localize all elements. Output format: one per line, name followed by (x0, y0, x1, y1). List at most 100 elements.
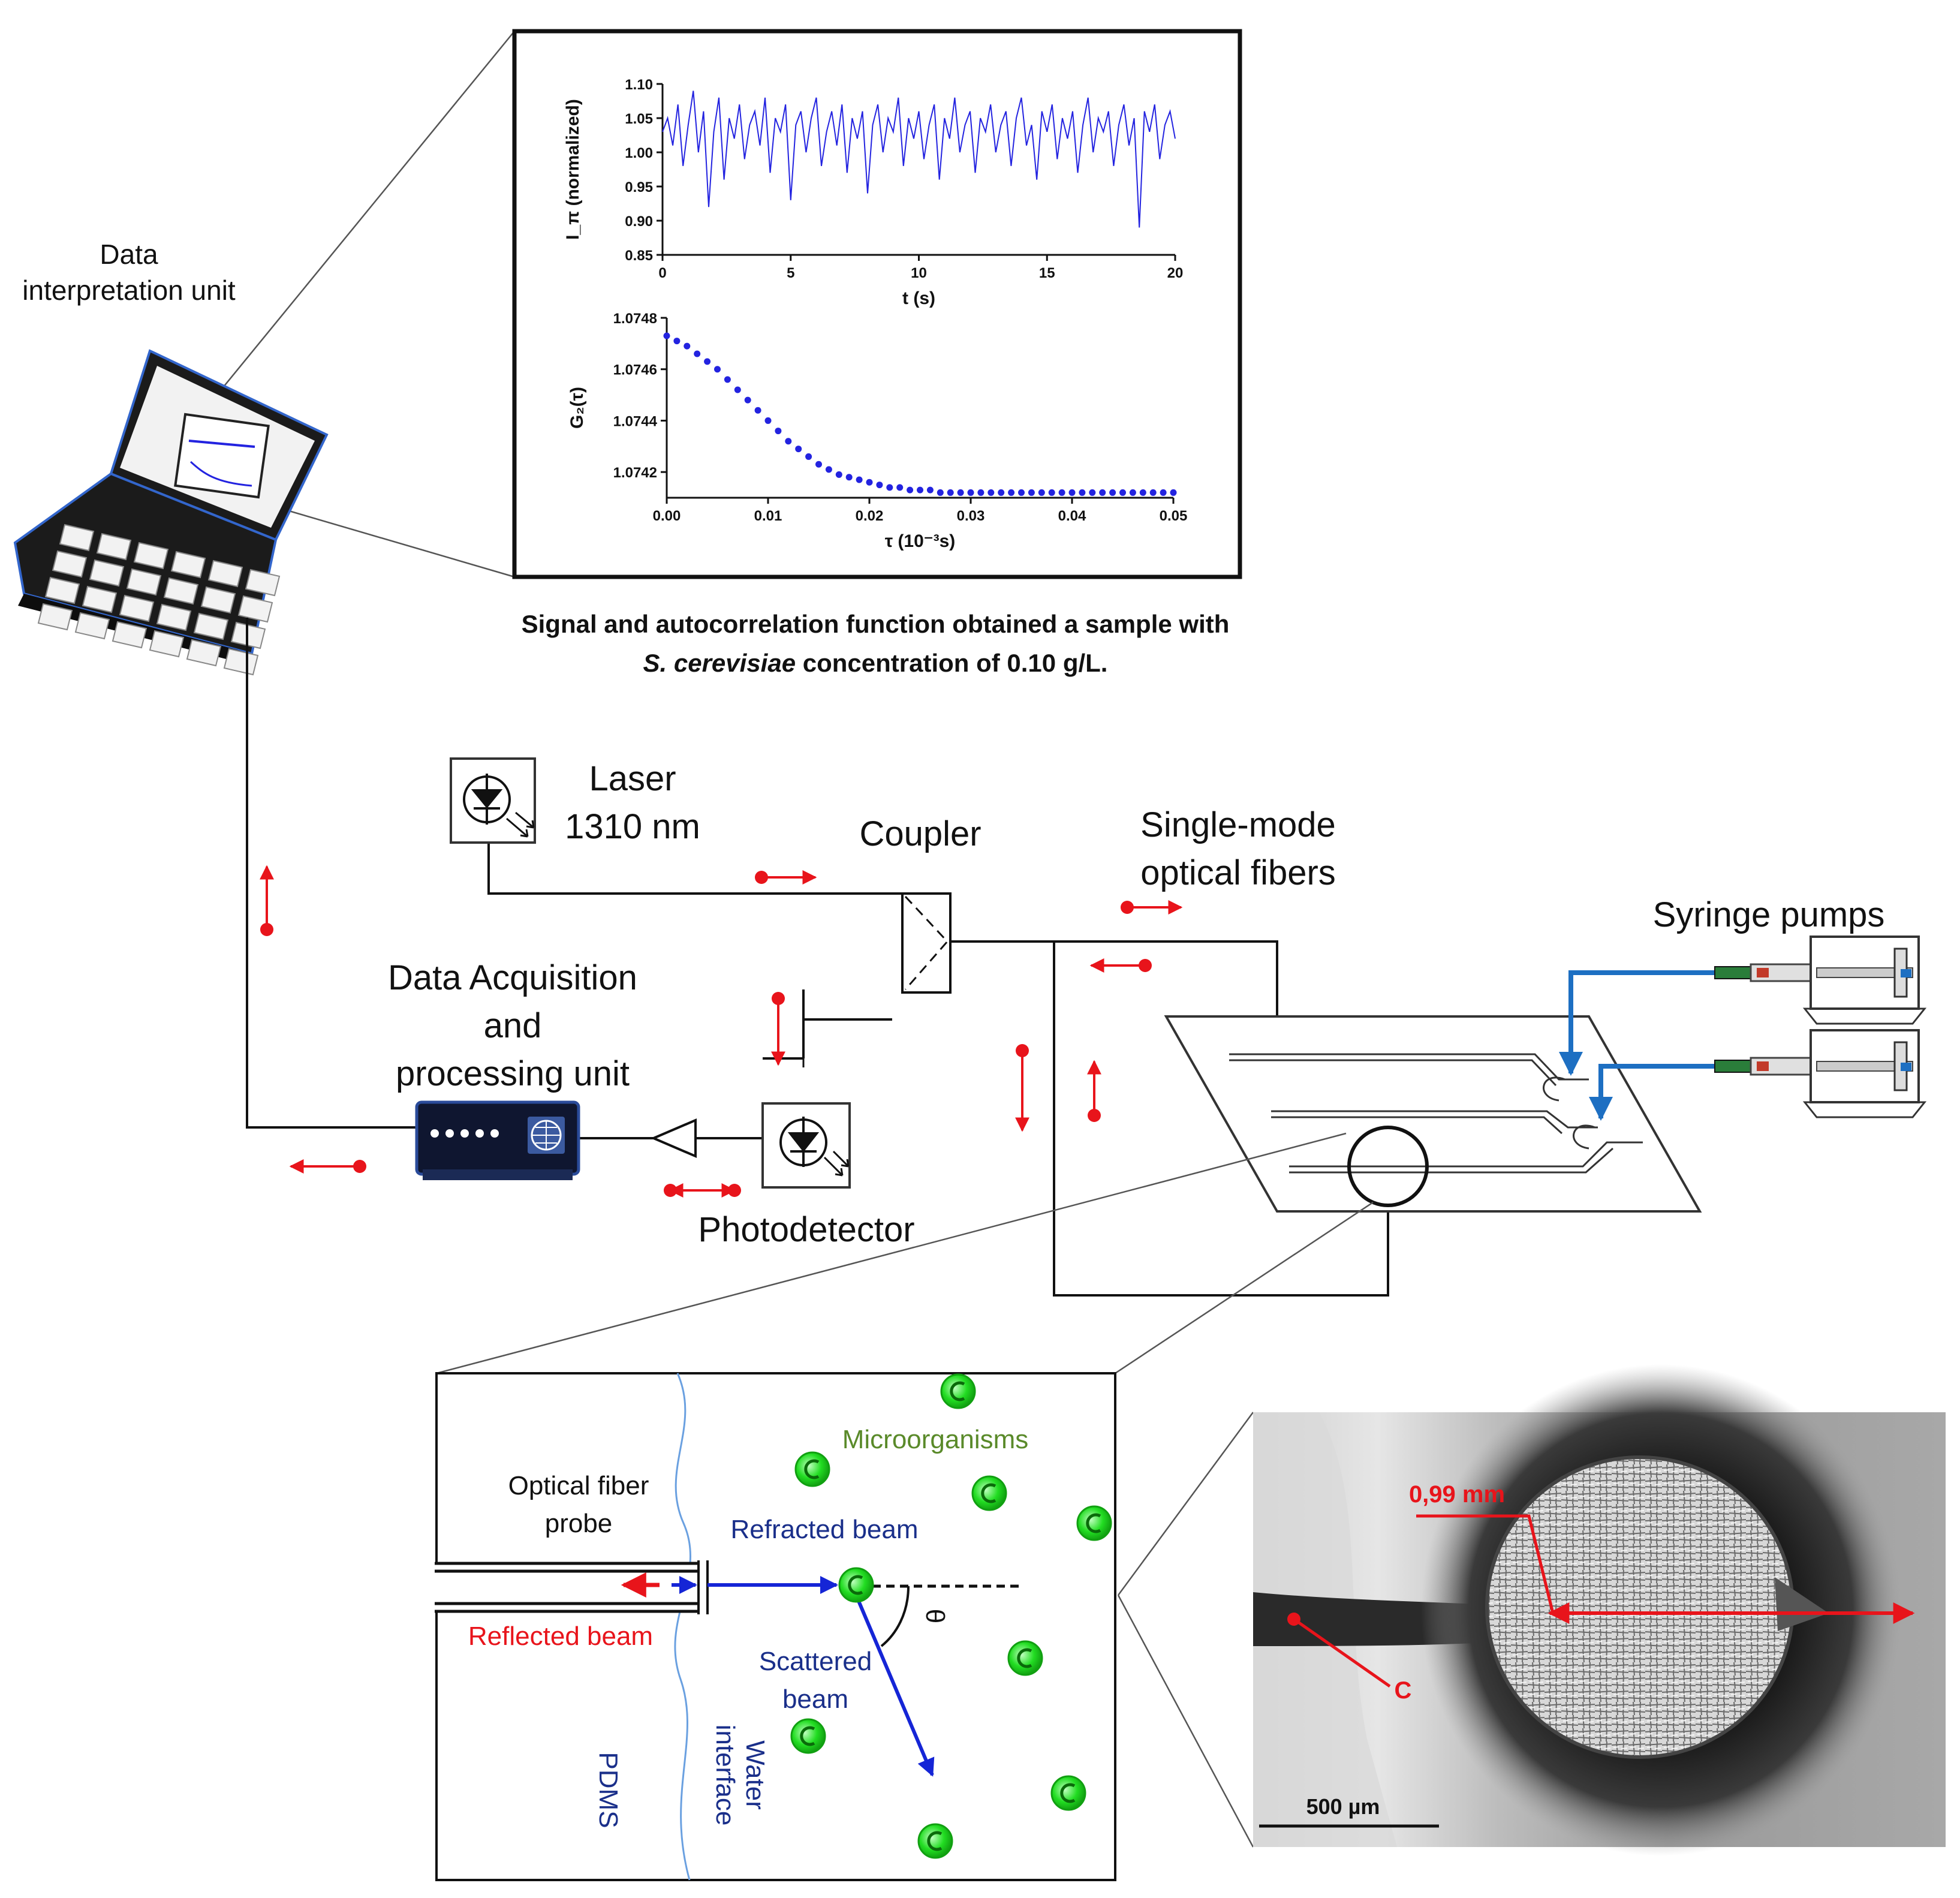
cell-nucleus (927, 1831, 943, 1851)
pump-rod (1816, 1061, 1913, 1072)
autocorrelation-point (1170, 489, 1177, 496)
label-laser-wavelength: 1310 nm (565, 807, 700, 846)
laptop-key (133, 542, 169, 570)
microorganism-cell (971, 1475, 1007, 1511)
label-single-mode: Single-mode (1140, 805, 1336, 844)
scattered-beam-arrow (856, 1597, 935, 1777)
y-tick-label: 0.95 (625, 179, 653, 195)
microorganism-cells (790, 1373, 1112, 1859)
pump-indicator (1901, 969, 1911, 977)
label-interpretation-unit: interpretation unit (22, 275, 236, 306)
autocorrelation-point (1028, 489, 1035, 496)
laptop-keyboard (37, 524, 281, 676)
autocorrelation-point (815, 461, 822, 468)
zoom-line-top (190, 31, 515, 428)
laptop-key (186, 639, 222, 667)
autocorrelation-point (886, 484, 893, 491)
system-wiring (246, 618, 1389, 1297)
label-pdms: PDMS (594, 1752, 623, 1828)
amplifier-icon (650, 1118, 697, 1159)
autocorrelation-point (694, 350, 701, 357)
x-tick-label: 0.02 (856, 508, 884, 524)
x-tick-label: 0.00 (653, 508, 681, 524)
syringe-band (1757, 968, 1769, 977)
fiber-probe (435, 1560, 709, 1614)
autocorrelation-point (825, 466, 832, 473)
label-interface: interface (710, 1725, 740, 1826)
y-tick-label: 1.00 (625, 145, 653, 161)
autocorrelation-point (1018, 489, 1025, 496)
autocorrelation-point (1149, 489, 1157, 496)
microorganism-cell (1007, 1640, 1043, 1676)
laptop-key (112, 621, 147, 649)
label-data-acquisition: Data Acquisition (388, 958, 637, 997)
autocorrelation-point (663, 332, 670, 339)
zoom-circle (1347, 1126, 1429, 1207)
laptop-key (119, 594, 155, 622)
cell-nucleus (804, 1459, 820, 1479)
y-axis-label: I_π (normalized) (563, 99, 583, 240)
autocorrelation-point (1068, 489, 1076, 496)
caption-line-2: S. cerevisiae concentration of 0.10 g/L. (643, 649, 1108, 677)
pump-base (1802, 1007, 1927, 1025)
pump-rod (1816, 967, 1913, 978)
autocorrelation-point (917, 486, 923, 494)
autocorrelation-point (1099, 489, 1106, 496)
autocorrelation-point (1048, 489, 1055, 496)
x-tick-label: 0.03 (957, 508, 985, 524)
autocorrelation-point (957, 489, 964, 496)
label-refracted-beam: Refracted beam (730, 1515, 918, 1544)
label-optical-fibers: optical fibers (1140, 853, 1336, 892)
y-tick-label: 1.0742 (613, 465, 657, 481)
label-scattered: Scattered (759, 1647, 872, 1676)
laptop-key (170, 551, 206, 579)
autocorrelation-point (764, 417, 772, 424)
label-coupler: Coupler (859, 814, 981, 853)
microorganism-cell (1050, 1775, 1086, 1811)
micrograph-image: 0,99 mm C 500 µm (1253, 1364, 1946, 1856)
microfluidic-chip (1164, 1015, 1702, 1213)
x-tick-label: 0.04 (1058, 508, 1086, 524)
caption-concentration: concentration of 0.10 g/L. (796, 649, 1107, 677)
y-tick-label: 0.90 (625, 213, 653, 230)
autocorrelation-point (937, 489, 944, 496)
cell-nucleus (1086, 1513, 1101, 1533)
autocorrelation-point (866, 479, 873, 486)
autocorrelation-point (1058, 489, 1065, 496)
y-tick-label: 1.0744 (613, 413, 658, 429)
autocorrelation-point (704, 358, 711, 365)
signal-direction-arrows (260, 865, 1183, 1198)
label-scale: 500 µm (1306, 1794, 1380, 1819)
cell-nucleus (800, 1726, 815, 1746)
laptop-key (200, 586, 236, 614)
y-tick-label: 1.05 (625, 111, 653, 127)
microorganism-cell (1076, 1505, 1112, 1541)
laptop-icon (13, 349, 329, 676)
pump-base (1802, 1101, 1927, 1118)
diameter-leader (1416, 1514, 1555, 1614)
cell-nucleus (1060, 1783, 1076, 1803)
pump-indicator (1901, 1063, 1911, 1071)
syringe-pump-2 (1714, 1029, 1927, 1118)
detail-zoom-line-right (1115, 1201, 1374, 1374)
x-tick-label: 5 (787, 265, 794, 281)
laptop-key (37, 603, 73, 631)
cell-nucleus (950, 1381, 965, 1401)
syringe-tubing (1559, 970, 1715, 1121)
signal-series-line (662, 91, 1176, 228)
cell-nucleus (848, 1575, 863, 1595)
laptop-key (126, 568, 162, 596)
y-tick-label: 0.85 (625, 248, 653, 264)
autocorrelation-point (856, 476, 863, 483)
caption-line-1: Signal and autocorrelation function obta… (522, 610, 1230, 638)
laptop-key (237, 595, 273, 623)
laptop-key (156, 603, 192, 631)
x-tick-label: 0.05 (1160, 508, 1188, 524)
label-data-line1: Data (100, 239, 158, 270)
autocorrelation-point (795, 446, 802, 453)
label-theta: θ (920, 1609, 950, 1623)
autocorrelation-point (805, 453, 812, 460)
